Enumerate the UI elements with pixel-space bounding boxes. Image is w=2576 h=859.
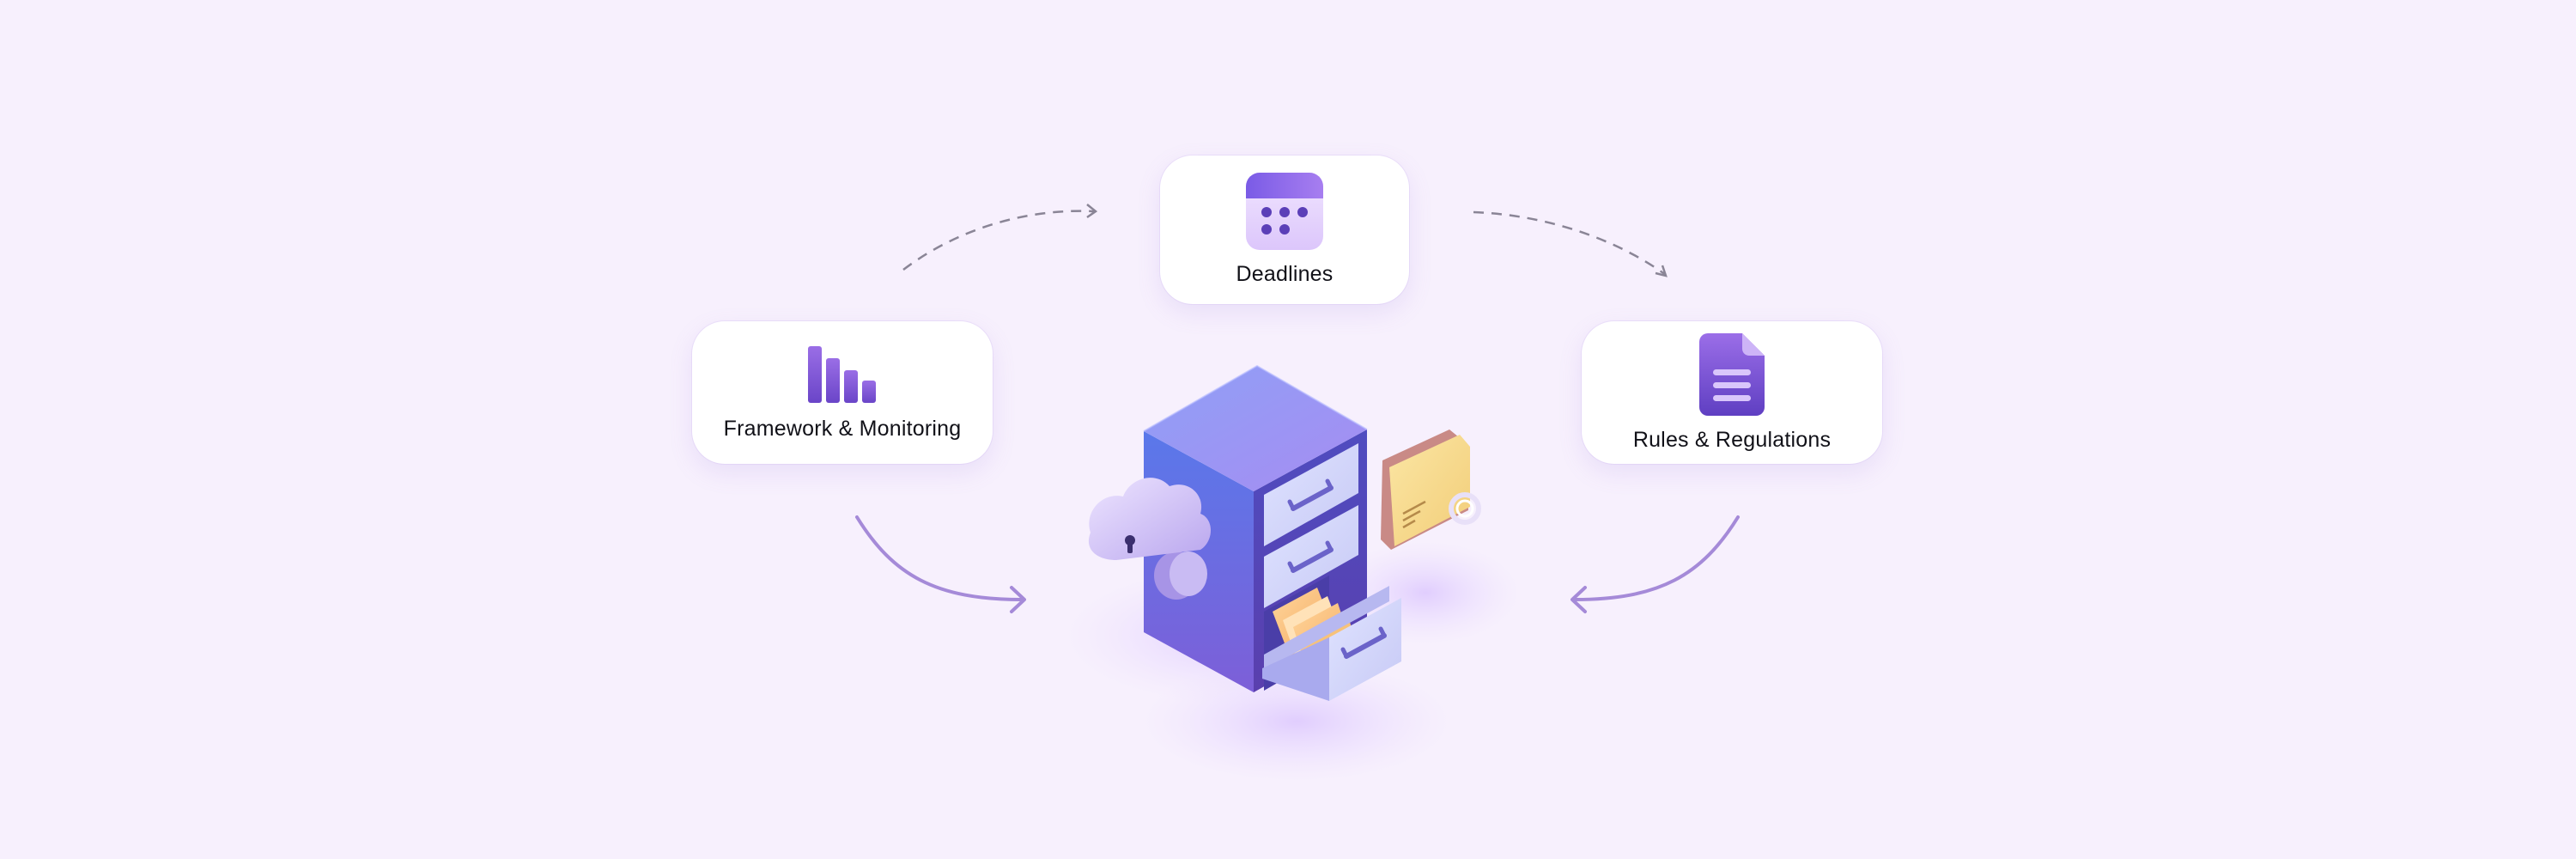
folder-icon — [1381, 430, 1481, 550]
framework-monitoring-card: Framework & Monitoring — [692, 321, 993, 464]
bar-chart-icon — [808, 345, 876, 403]
cloud-lock-icon — [1088, 478, 1211, 600]
dashed-arrow-deadlines-to-rules — [1473, 210, 1667, 277]
deadlines-label: Deadlines — [1236, 262, 1334, 286]
arrow-rules-to-cabinet — [1573, 515, 1740, 601]
arrow-framework-to-cabinet — [855, 515, 1024, 601]
framework-monitoring-label: Framework & Monitoring — [723, 416, 962, 441]
dashed-arrow-head-right — [1655, 265, 1668, 277]
arrow-head-into-cabinet-left — [1010, 586, 1026, 613]
deadlines-card: Deadlines — [1160, 155, 1409, 304]
dashed-arrow-head-left — [1086, 204, 1098, 219]
dashed-arrow-framework-to-deadlines — [902, 210, 1095, 271]
rules-regulations-label: Rules & Regulations — [1632, 427, 1832, 452]
rules-regulations-card: Rules & Regulations — [1582, 321, 1882, 464]
calendar-icon — [1246, 173, 1323, 250]
arrow-head-into-cabinet-right — [1571, 586, 1587, 613]
document-icon — [1699, 332, 1765, 416]
